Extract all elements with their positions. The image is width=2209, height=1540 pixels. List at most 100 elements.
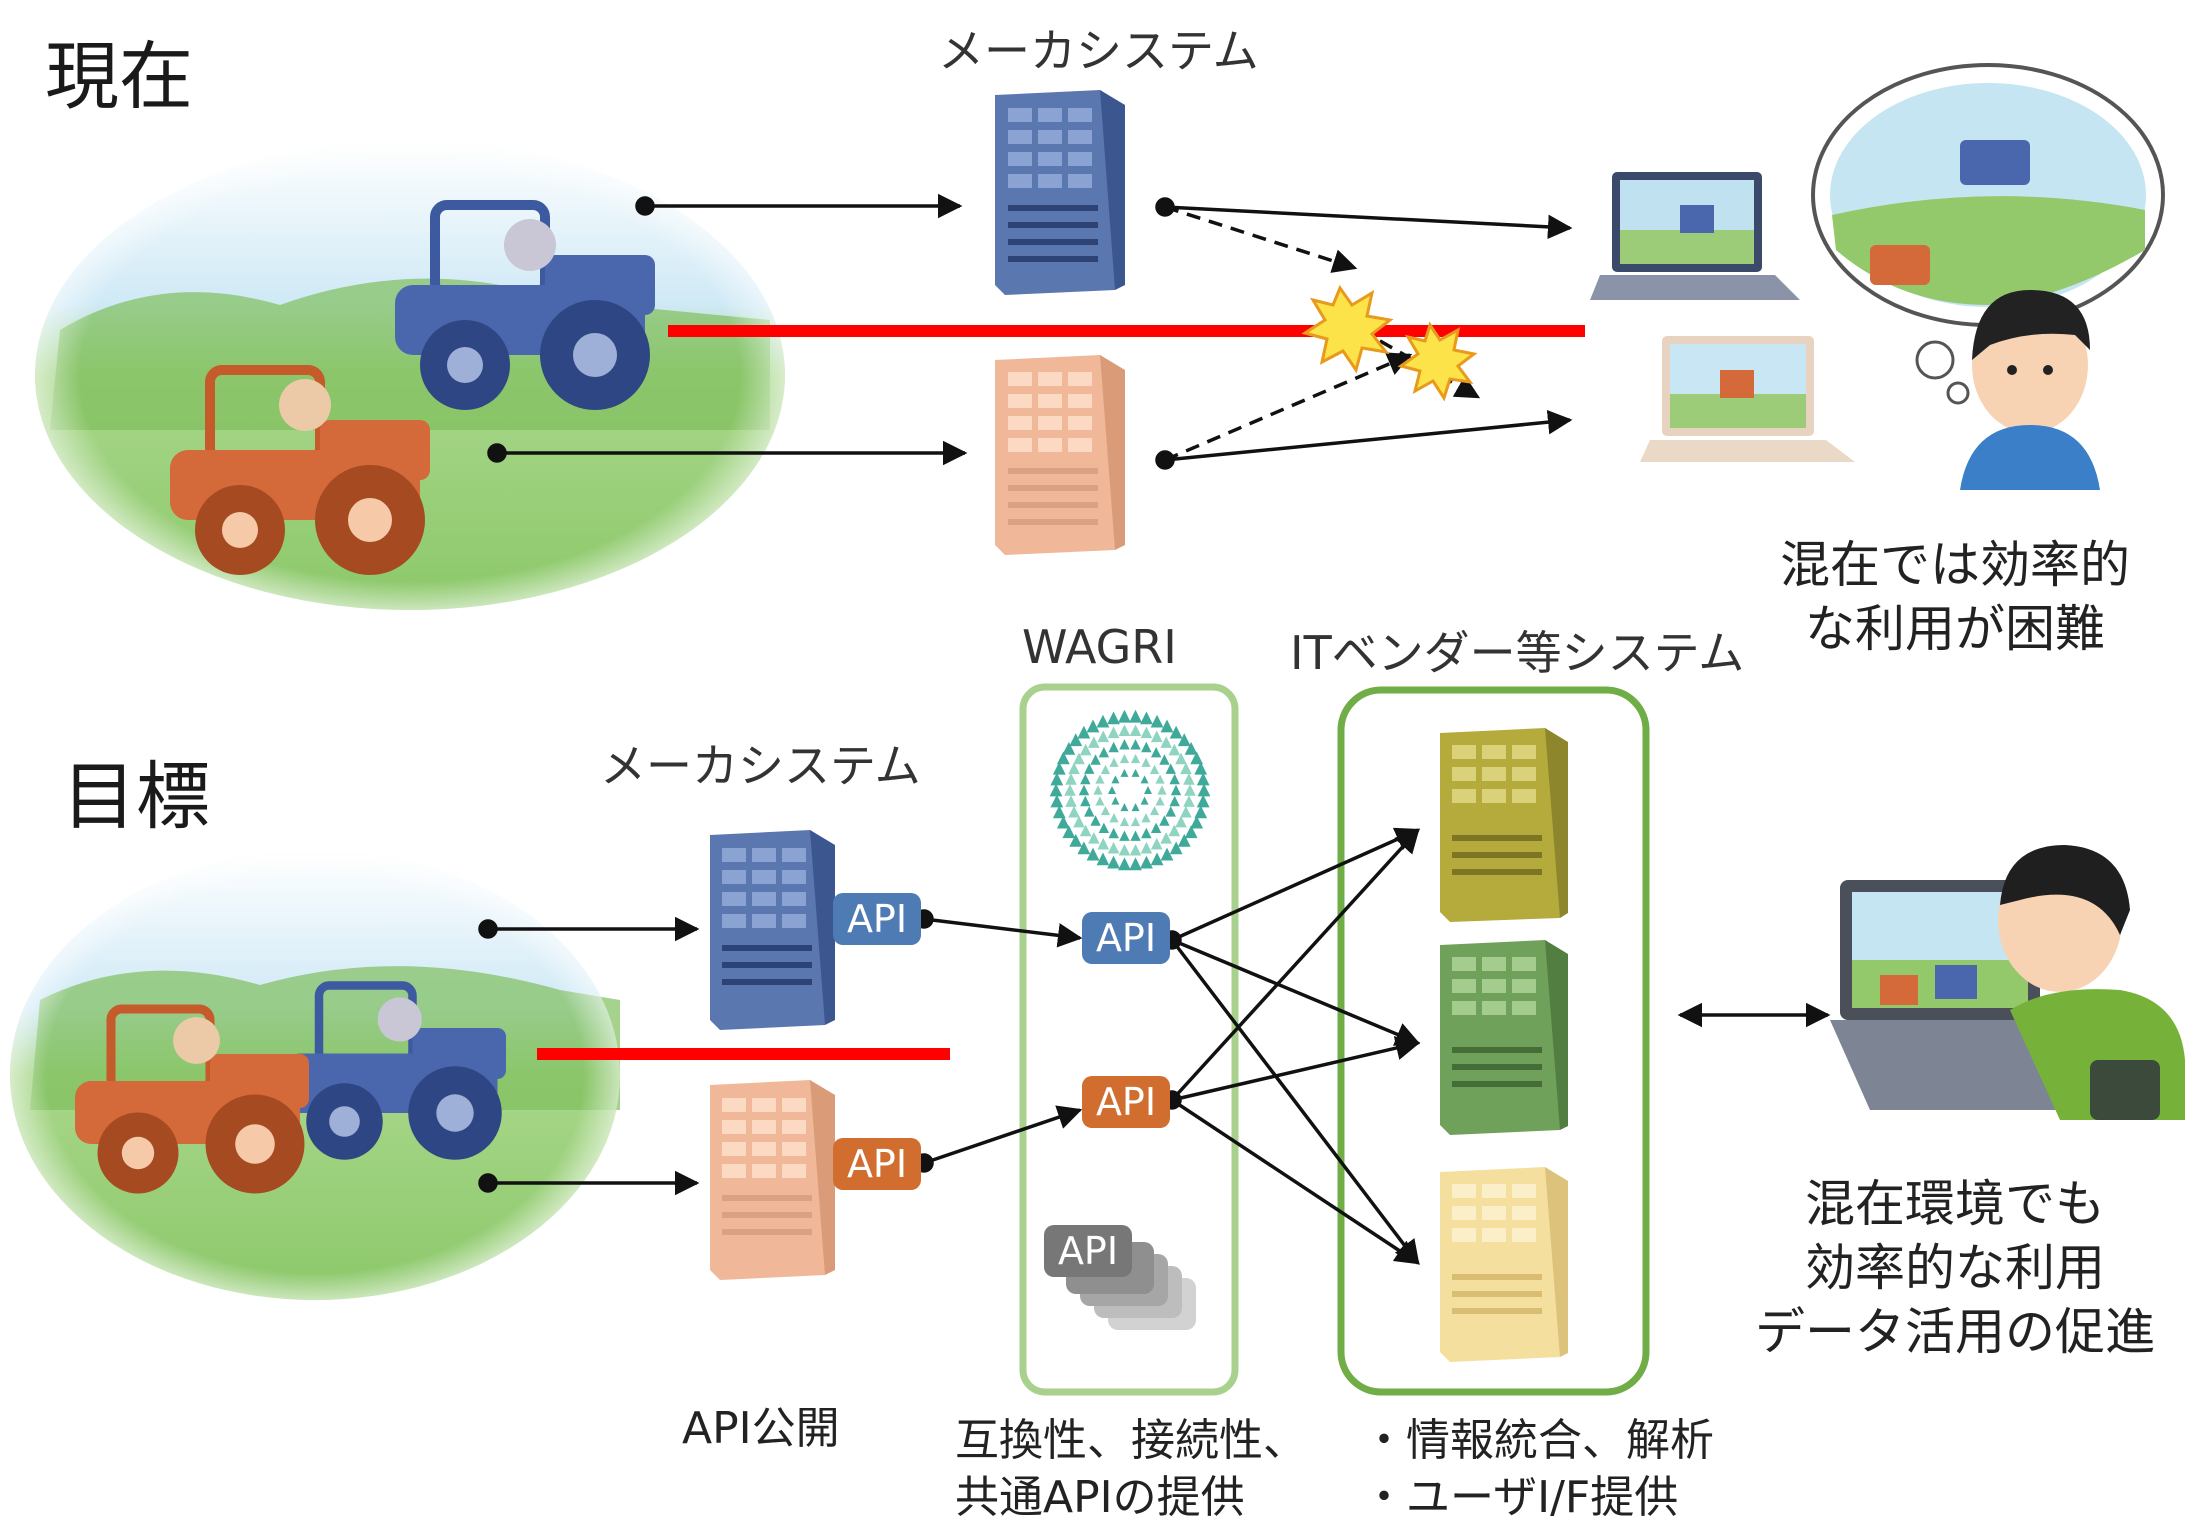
laptop-orange-icon <box>1640 336 1855 462</box>
wagri-logo-mark <box>1107 855 1120 869</box>
wagri-logo-mark <box>1062 741 1076 755</box>
wagri-logo-mark <box>1169 725 1183 739</box>
wagri-logo-mark <box>1097 837 1110 850</box>
wagri-logo-mark <box>1140 855 1153 869</box>
wagri-logo-mark <box>1095 796 1105 806</box>
wagri-logo-mark <box>1144 786 1152 794</box>
wagri-logo-mark <box>1068 762 1080 775</box>
wagri-logo-mark <box>1119 739 1130 750</box>
wagri-logo-mark <box>1160 719 1174 733</box>
bottom-maker-system-label: メーカシステム <box>600 739 921 793</box>
wagri-logo-mark <box>1130 753 1141 764</box>
wagri-logo-mark <box>1109 813 1119 823</box>
wagri-logo-mark <box>1118 843 1131 856</box>
wagri-logo-mark <box>1177 733 1191 747</box>
wagri-logo-mark <box>1096 714 1110 728</box>
wagri-caption: 互換性、接続性、 共通APIの提供 <box>955 1415 1307 1524</box>
wagri-logo-mark <box>1168 824 1181 837</box>
wagri-logo-mark <box>1090 754 1101 765</box>
wagri-logo-mark <box>1065 773 1077 785</box>
wagri-logo-mark <box>1050 794 1064 808</box>
wagri-logo-mark <box>1194 805 1208 819</box>
wagri-logo-mark <box>1120 803 1129 812</box>
wagri-logo-mark <box>1131 768 1140 777</box>
collision-icon <box>1301 284 1478 402</box>
wagri-logo-mark <box>1107 711 1120 725</box>
bottom-arrows <box>478 827 1831 1265</box>
wagri-logo-mark <box>1157 785 1167 795</box>
wagri-logo-mark <box>1108 741 1119 753</box>
wagri-logo-mark <box>1069 833 1083 847</box>
bottom-conclusion-text: 混在環境でも 効率的な利用 データ活用の促進 <box>1755 1175 2155 1361</box>
wagri-logo-mark <box>1049 783 1063 797</box>
wagri-logo-mark <box>1130 830 1141 841</box>
wagri-logo-mark <box>1068 805 1080 818</box>
wagri-logo-mark <box>1196 772 1210 786</box>
wagri-logo-mark <box>1160 832 1172 844</box>
wagri-logo-mark <box>1073 752 1085 765</box>
wagri-logo-icon <box>1049 709 1211 871</box>
wagri-logo-mark <box>1175 752 1187 765</box>
wagri-logo-mark <box>1129 709 1142 723</box>
wagri-logo-mark <box>1052 805 1066 819</box>
wagri-logo-mark <box>1180 762 1192 775</box>
wagri-logo-mark <box>1050 772 1064 786</box>
wagri-logo-mark <box>1155 774 1165 784</box>
wagri-logo-mark <box>1097 730 1110 743</box>
wagri-logo-mark <box>1169 795 1180 807</box>
wagri-logo-mark <box>1079 824 1092 837</box>
wagri-logo-mark <box>1078 784 1090 796</box>
it-vendor-box <box>1337 686 1650 1396</box>
laptop-blue-icon <box>1590 172 1800 300</box>
wagri-logo-mark <box>1141 741 1152 753</box>
wagri-logo-mark <box>1111 796 1120 805</box>
worried-person-icon <box>1960 290 2100 490</box>
wagri-logo-mark <box>1180 805 1192 818</box>
wagri-logo-mark <box>1064 784 1076 796</box>
wagri-logo-mark <box>1118 709 1131 723</box>
wagri-logo-mark <box>1183 773 1195 785</box>
top-arrows <box>487 193 1573 470</box>
wagri-logo-mark <box>1140 841 1153 854</box>
wagri-logo-mark <box>1052 761 1066 775</box>
wagri-logo-mark <box>1056 751 1070 765</box>
wagri-logo-mark <box>1183 795 1195 807</box>
wagri-logo-mark <box>1196 794 1210 808</box>
it-vendor-label: ITベンダー等システム <box>1290 626 1745 680</box>
wagri-logo-mark <box>1086 847 1100 861</box>
wagri-logo-mark <box>1079 743 1092 756</box>
wagri-label: WAGRI <box>1022 620 1177 674</box>
wagri-logo-mark <box>1119 753 1130 764</box>
wagri-logo-mark <box>1184 825 1198 839</box>
api-badge-grey: API <box>1044 1225 1132 1277</box>
wagri-logo-mark <box>1140 775 1149 784</box>
wagri-logo-mark <box>1150 837 1163 850</box>
wagri-logo-mark <box>1155 796 1165 806</box>
wagri-logo-mark <box>1150 746 1162 758</box>
wagri-logo-mark <box>1080 795 1091 807</box>
wagri-logo-mark <box>1093 785 1103 795</box>
wagri-logo-mark <box>1118 857 1131 871</box>
wagri-logo-mark <box>1131 803 1140 812</box>
top-conclusion-text: 混在では効率的 な利用が困難 <box>1780 536 2130 658</box>
wagri-logo-mark <box>1108 827 1119 839</box>
wagri-logo-mark <box>1107 726 1120 739</box>
orange-tractor-icon <box>170 365 430 575</box>
wagri-logo-mark <box>1130 816 1141 827</box>
wagri-logo-mark <box>1119 830 1130 841</box>
wagri-logo-mark <box>1159 754 1170 765</box>
wagri-logo-mark <box>1056 815 1070 829</box>
wagri-logo-mark <box>1108 786 1116 794</box>
wagri-logo-mark <box>1140 726 1153 739</box>
thought-bubble <box>1811 63 2165 405</box>
wagri-logo-mark <box>1140 711 1153 725</box>
api-badge-wagri-blue: API <box>1082 912 1170 964</box>
wagri-logo-mark <box>1077 841 1091 855</box>
wagri-logo-mark <box>1168 743 1181 756</box>
wagri-logo-mark <box>1150 822 1162 834</box>
wagri-logo-mark <box>1150 852 1164 866</box>
blue-tractor-icon <box>395 200 655 410</box>
wagri-logo-mark <box>1197 783 1211 797</box>
user-with-laptop-icon <box>1830 845 2185 1120</box>
wagri-logo-mark <box>1129 857 1142 871</box>
